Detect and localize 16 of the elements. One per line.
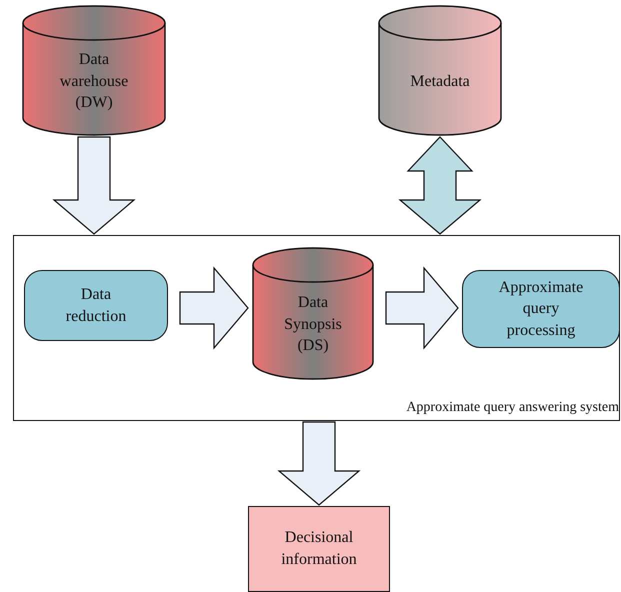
output-box — [248, 506, 390, 592]
node-label: Data reduction — [64, 284, 128, 326]
block-arrow — [179, 266, 249, 350]
process-box — [24, 270, 168, 341]
process-box — [462, 270, 620, 348]
node-label: Metadata — [410, 72, 470, 92]
system-frame — [13, 235, 620, 421]
node-label: Data Synopsis (DS) — [283, 293, 343, 356]
node-label: Approximate query processing — [498, 278, 584, 341]
block-arrow — [398, 136, 482, 235]
block-arrow — [385, 266, 459, 350]
system-label: Approximate query answering system — [406, 399, 619, 418]
node-label: Decisional information — [280, 528, 358, 570]
block-arrow — [277, 421, 361, 506]
block-arrow — [52, 136, 136, 235]
node-label: Data warehouse (DW) — [58, 50, 130, 114]
